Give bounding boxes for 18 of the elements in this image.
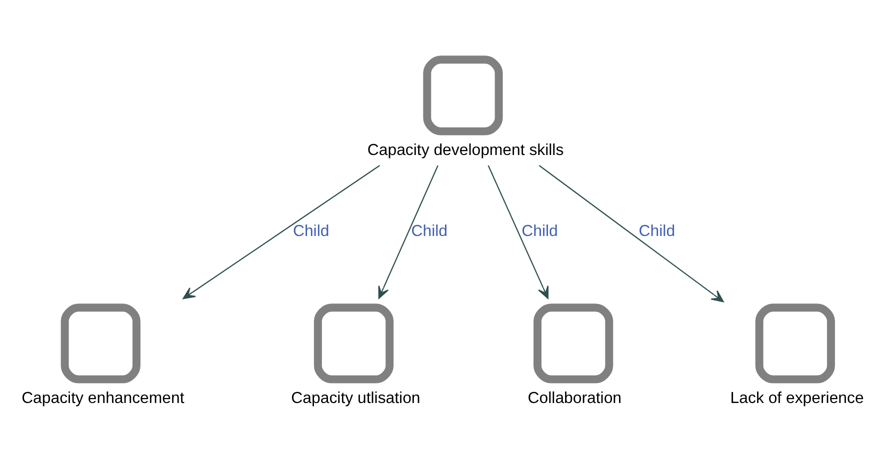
node-box — [60, 304, 140, 384]
edge-label: Child — [292, 223, 329, 240]
arrow — [182, 165, 380, 300]
arrow — [378, 165, 438, 299]
edge-label: Child — [521, 223, 558, 240]
node-box — [422, 56, 502, 136]
node-label: Capacity enhancement — [21, 390, 184, 407]
edge-label: Child — [638, 223, 675, 240]
edge-label: Child — [410, 223, 448, 240]
node-box — [754, 304, 834, 384]
node-box — [313, 304, 394, 384]
node-label: Lack of experience — [730, 390, 864, 407]
node-label: Capacity development skills — [366, 142, 564, 159]
node-label: Capacity utlisation — [290, 390, 420, 407]
node-box — [533, 304, 613, 384]
arrow — [538, 165, 724, 302]
node-label: Collaboration — [527, 390, 622, 407]
arrow — [487, 165, 548, 299]
